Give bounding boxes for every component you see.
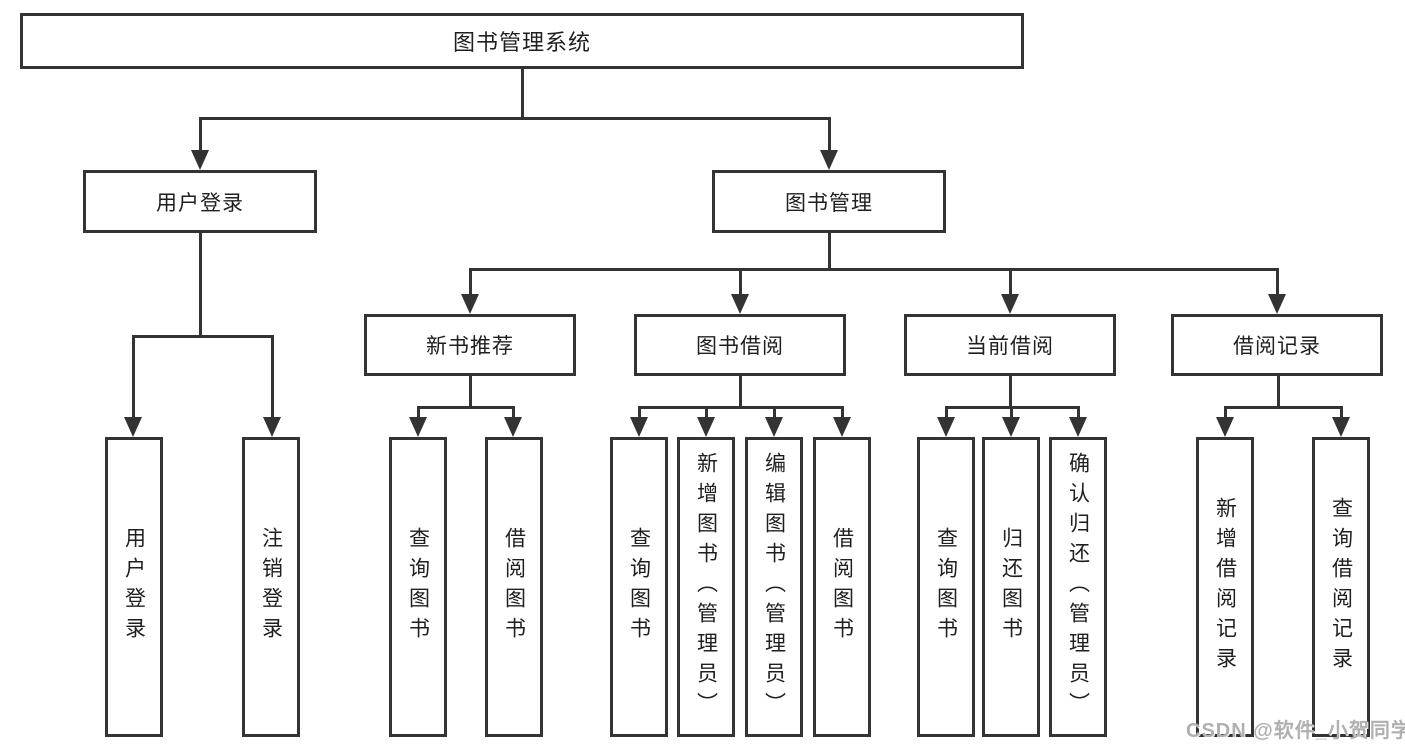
- leaf-borrow-query-book: 查询图书: [610, 437, 668, 737]
- leaf-return-book: 归还图书: [982, 437, 1040, 737]
- node-root: 图书管理系统: [20, 13, 1024, 69]
- connector-vline: [416, 406, 420, 417]
- node-book-management-label: 图书管理: [785, 191, 873, 215]
- connector-vline: [944, 406, 948, 417]
- connector-vline: [270, 335, 274, 417]
- arrow-down-icon: [191, 150, 209, 170]
- connector-vline: [198, 233, 202, 335]
- leaf-recommend-query-book: 查询图书: [389, 437, 447, 737]
- connector-vline: [131, 335, 135, 417]
- connector-vline: [1008, 268, 1012, 294]
- connector-vline: [827, 233, 831, 268]
- arrow-down-icon: [731, 294, 749, 314]
- arrow-down-icon: [1069, 417, 1087, 437]
- arrow-down-icon: [124, 417, 142, 437]
- node-user-login-label: 用户登录: [156, 191, 244, 215]
- leaf-return-book-label: 归还图书: [999, 527, 1023, 647]
- connector-vline: [637, 406, 641, 417]
- node-book-borrow-label: 图书借阅: [696, 335, 784, 358]
- leaf-edit-book-admin: 编辑图书（管理员）: [745, 437, 803, 737]
- connector-vline: [1339, 406, 1343, 417]
- node-new-book-recommend: 新书推荐: [364, 314, 576, 376]
- connector-vline: [1276, 376, 1280, 406]
- connector-hline: [1223, 406, 1343, 409]
- leaf-recommend-borrow-book-label: 借阅图书: [502, 527, 526, 647]
- arrow-down-icon: [630, 417, 648, 437]
- connector-vline: [827, 117, 831, 150]
- node-current-borrow: 当前借阅: [904, 314, 1116, 376]
- leaf-recommend-query-book-label: 查询图书: [406, 527, 430, 647]
- csdn-watermark: CSDN @软件_小贺同学: [1186, 720, 1405, 742]
- leaf-edit-book-admin-label: 编辑图书（管理员）: [762, 452, 786, 722]
- arrow-down-icon: [833, 417, 851, 437]
- connector-vline: [840, 406, 844, 417]
- connector-vline: [772, 406, 776, 417]
- node-current-borrow-label: 当前借阅: [966, 335, 1054, 358]
- leaf-add-borrow-record: 新增借阅记录: [1196, 437, 1254, 737]
- node-user-login: 用户登录: [83, 170, 317, 233]
- leaf-current-query-book: 查询图书: [917, 437, 975, 737]
- arrow-down-icon: [697, 417, 715, 437]
- connector-vline: [520, 69, 524, 117]
- connector-vline: [1275, 268, 1279, 294]
- leaf-borrow-query-book-label: 查询图书: [627, 527, 651, 647]
- connector-vline: [1008, 376, 1012, 406]
- arrow-down-icon: [820, 150, 838, 170]
- arrow-down-icon: [1268, 294, 1286, 314]
- connector-vline: [468, 268, 472, 294]
- arrow-down-icon: [409, 417, 427, 437]
- leaf-query-borrow-record-label: 查询借阅记录: [1329, 497, 1353, 677]
- leaf-user-login: 用户登录: [105, 437, 163, 737]
- node-root-label: 图书管理系统: [452, 30, 591, 55]
- connector-vline: [704, 406, 708, 417]
- connector-vline: [738, 268, 742, 294]
- connector-vline: [198, 117, 202, 150]
- arrow-down-icon: [461, 294, 479, 314]
- connector-hline: [131, 335, 274, 338]
- node-book-borrow: 图书借阅: [634, 314, 846, 376]
- connector-hline: [416, 406, 515, 409]
- leaf-current-query-book-label: 查询图书: [934, 527, 958, 647]
- arrow-down-icon: [937, 417, 955, 437]
- leaf-borrow-book-label: 借阅图书: [830, 527, 854, 647]
- connector-vline: [738, 376, 742, 406]
- leaf-add-borrow-record-label: 新增借阅记录: [1213, 497, 1237, 677]
- leaf-add-book-admin-label: 新增图书（管理员）: [694, 452, 718, 722]
- node-borrow-record-label: 借阅记录: [1233, 335, 1321, 358]
- leaf-query-borrow-record: 查询借阅记录: [1312, 437, 1370, 737]
- connector-hline: [468, 268, 1279, 271]
- arrow-down-icon: [263, 417, 281, 437]
- leaf-borrow-book: 借阅图书: [813, 437, 871, 737]
- leaf-confirm-return-admin-label: 确认归还（管理员）: [1066, 452, 1090, 722]
- arrow-down-icon: [1002, 417, 1020, 437]
- connector-vline: [511, 406, 515, 417]
- connector-hline: [198, 117, 831, 120]
- arrow-down-icon: [1216, 417, 1234, 437]
- connector-vline: [1076, 406, 1080, 417]
- node-book-management: 图书管理: [712, 170, 946, 233]
- arrow-down-icon: [1001, 294, 1019, 314]
- connector-vline: [1223, 406, 1227, 417]
- leaf-user-login-label: 用户登录: [122, 527, 146, 647]
- leaf-logout: 注销登录: [242, 437, 300, 737]
- node-borrow-record: 借阅记录: [1171, 314, 1383, 376]
- arrow-down-icon: [1332, 417, 1350, 437]
- leaf-logout-label: 注销登录: [259, 527, 283, 647]
- leaf-confirm-return-admin: 确认归还（管理员）: [1049, 437, 1107, 737]
- leaf-add-book-admin: 新增图书（管理员）: [677, 437, 735, 737]
- connector-vline: [468, 376, 472, 406]
- arrow-down-icon: [765, 417, 783, 437]
- leaf-recommend-borrow-book: 借阅图书: [485, 437, 543, 737]
- arrow-down-icon: [504, 417, 522, 437]
- connector-vline: [1009, 406, 1013, 417]
- node-new-book-recommend-label: 新书推荐: [426, 335, 514, 358]
- connector-hline: [637, 406, 843, 409]
